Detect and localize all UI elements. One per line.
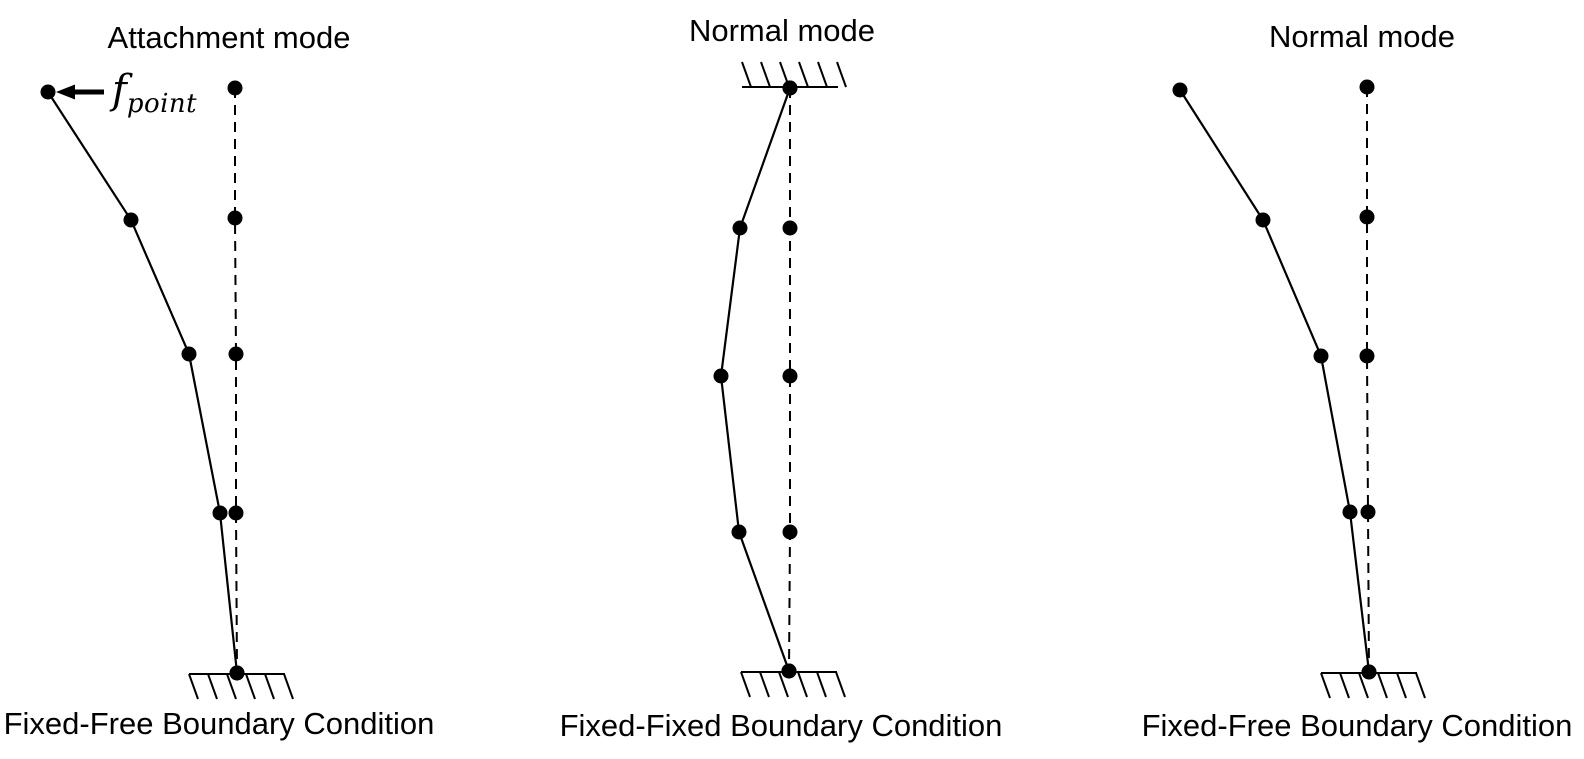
beam-node-dot <box>713 368 729 384</box>
beam-node-dot <box>229 665 245 681</box>
beam-node-dot <box>227 210 243 226</box>
beam-node-dot <box>212 505 228 521</box>
undeformed-reference-line <box>788 88 791 672</box>
hatch-tick <box>1415 672 1426 699</box>
panel-title-normal-mode-fixed-fixed: Normal mode <box>688 13 876 48</box>
beam-node-dot <box>782 220 798 236</box>
beam-node-dot <box>1172 82 1188 98</box>
hatch-tick <box>836 61 847 88</box>
force-point-label: fpoint <box>112 67 197 119</box>
deflected-beam-line <box>47 91 239 674</box>
beam-node-dot <box>228 505 244 521</box>
beam-node-dot <box>1255 212 1271 228</box>
beam-node-dot <box>782 80 798 96</box>
hatch-tick <box>1358 672 1369 699</box>
undeformed-reference-line <box>1366 87 1370 673</box>
panel-title-attachment-mode: Attachment mode <box>107 20 351 55</box>
hatch-tick <box>778 671 789 698</box>
hatch-tick <box>245 673 256 700</box>
hatch-tick <box>798 61 809 88</box>
beam-node-dot <box>1359 348 1375 364</box>
hatch-tick <box>283 673 294 700</box>
hatch-tick <box>740 671 751 698</box>
hatch-tick <box>759 671 770 698</box>
undeformed-reference-line <box>234 88 238 674</box>
hatch-tick <box>741 61 752 88</box>
hatch-tick <box>226 673 237 700</box>
beam-node-dot <box>732 220 748 236</box>
hatch-tick <box>264 673 275 700</box>
hatch-tick <box>797 671 808 698</box>
hatch-tick <box>835 671 846 698</box>
force-symbol: f <box>112 66 127 113</box>
force-arrowhead-icon <box>56 84 75 100</box>
beam-node-dot <box>1359 209 1375 225</box>
beam-node-dot <box>1342 504 1358 520</box>
hatch-tick <box>207 673 218 700</box>
beam-node-dot <box>123 212 139 228</box>
beam-node-dot <box>731 524 747 540</box>
hatch-tick <box>817 61 828 88</box>
boundary-caption-fixed-free-right: Fixed-Free Boundary Condition <box>1141 708 1573 743</box>
boundary-caption-fixed-fixed: Fixed-Fixed Boundary Condition <box>559 708 1003 743</box>
beam-node-dot <box>181 346 197 362</box>
beam-node-dot <box>782 368 798 384</box>
beam-node-dot <box>1359 79 1375 95</box>
deflected-beam-line <box>1179 89 1371 673</box>
hatch-tick <box>1320 672 1331 699</box>
beam-node-dot <box>228 346 244 362</box>
beam-node-dot <box>1313 348 1329 364</box>
deflected-beam-line <box>719 87 792 672</box>
boundary-caption-fixed-free-left: Fixed-Free Boundary Condition <box>3 706 435 741</box>
hatch-tick <box>1377 672 1388 699</box>
beam-node-dot <box>40 84 56 100</box>
hatch-tick <box>816 671 827 698</box>
beam-node-dot <box>1360 504 1376 520</box>
force-subscript: point <box>126 88 198 119</box>
beam-node-dot <box>1361 664 1377 680</box>
beam-node-dot <box>782 524 798 540</box>
panel-title-normal-mode-fixed-free: Normal mode <box>1268 19 1456 54</box>
hatch-tick <box>188 673 199 700</box>
hatch-tick <box>760 61 771 88</box>
hatch-tick <box>1396 672 1407 699</box>
beam-node-dot <box>781 663 797 679</box>
beam-node-dot <box>227 80 243 96</box>
hatch-tick <box>1339 672 1350 699</box>
